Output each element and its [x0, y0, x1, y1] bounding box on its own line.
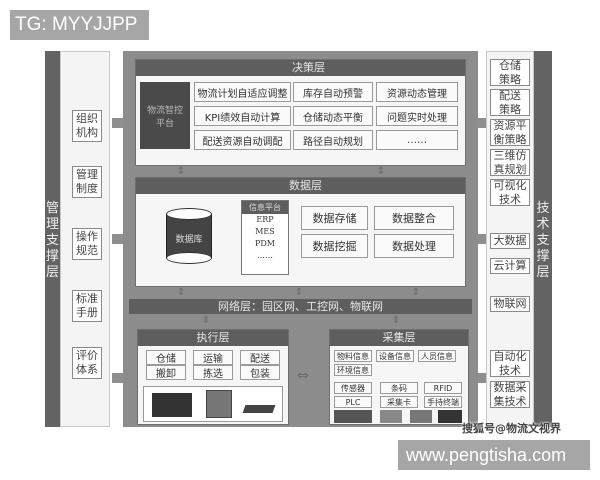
arrow-right-icon — [112, 118, 124, 128]
technology-item: 云计算 — [490, 258, 530, 274]
info-cell: 设备信息 — [376, 350, 414, 362]
decision-cell: 资源动态管理 — [376, 82, 458, 102]
arrow-right-icon — [112, 373, 124, 383]
technology-layer-title: 技术支撑层 — [536, 201, 550, 280]
decision-layer-title: 决策层 — [136, 60, 465, 76]
decision-cell: 路径自动规划 — [293, 130, 373, 150]
updown-arrow-icon: ⇕ — [201, 315, 211, 326]
management-item: 标准 手册 — [72, 290, 102, 322]
decision-cell: 物流计划自适应调整 — [194, 82, 291, 102]
barcode-image — [438, 410, 462, 423]
device-cell: RFID — [424, 382, 462, 394]
management-item: 操作 规范 — [72, 228, 102, 260]
execution-cell: 运输 — [193, 350, 233, 365]
technology-item: 数据采 集技术 — [490, 381, 530, 408]
info-cell: 物料信息 — [334, 350, 372, 362]
decision-layer: 决策层 物流智控 平台 物流计划自适应调整 库存自动预警 资源动态管理 KPI绩… — [135, 59, 466, 166]
technology-item: 物联网 — [490, 296, 530, 312]
decision-cell: 配送资源自动调配 — [194, 130, 291, 150]
updown-arrow-icon: ⇕ — [176, 166, 186, 177]
pallet-jack-image — [242, 405, 276, 413]
sensor-image — [410, 410, 432, 423]
device-cell: 采集卡 — [380, 396, 418, 408]
data-cell: 数据处理 — [374, 234, 454, 258]
info-platform-item: …… — [257, 251, 273, 260]
sohu-watermark: 搜狐号@物流文视界 — [462, 422, 561, 435]
updown-arrow-icon: ⇕ — [411, 287, 421, 298]
technology-item: 三维仿 真规划 — [490, 149, 530, 176]
decision-cell: 库存自动预警 — [293, 82, 373, 102]
management-layer-title: 管理支撑层 — [46, 201, 60, 280]
execution-cell: 仓储 — [146, 350, 186, 365]
info-platform: 信息平台 ERP MES PDM …… — [241, 200, 289, 275]
device-cell: PLC — [334, 396, 372, 408]
database-icon: 数据库 — [166, 208, 212, 264]
decision-cell: 问题实时处理 — [376, 106, 458, 126]
logistics-control-platform: 物流智控 平台 — [140, 82, 190, 149]
arrow-left-icon — [478, 118, 490, 128]
device-cell: 手持终端 — [424, 396, 462, 408]
data-layer: 数据层 数据库 信息平台 ERP MES PDM …… 数据存储 数据整合 数据… — [135, 177, 466, 287]
bidirectional-arrow-icon: ⇔ — [297, 368, 309, 384]
data-layer-title: 数据层 — [136, 178, 465, 194]
management-item: 评价 体系 — [72, 347, 102, 379]
management-item: 管理 制度 — [72, 166, 102, 198]
collection-card-image — [380, 410, 402, 423]
equipment-images — [143, 386, 283, 422]
decision-cell: …… — [376, 130, 458, 150]
database-label: 数据库 — [175, 235, 203, 245]
technology-item: 自动化 技术 — [490, 350, 530, 377]
execution-layer-title: 执行层 — [138, 330, 288, 346]
arrow-right-icon — [112, 234, 124, 244]
decision-cell: 仓储动态平衡 — [293, 106, 373, 126]
collection-layer: 采集层 物料信息 设备信息 人员信息 环境信息 传感器 条码 RFID PLC … — [329, 329, 469, 425]
execution-cell: 搬卸 — [146, 365, 186, 380]
info-cell: 环境信息 — [334, 364, 372, 376]
watermark-bottom: www.pengtisha.com — [398, 440, 590, 470]
info-platform-title: 信息平台 — [242, 201, 288, 214]
technology-layer-bar: 技术支撑层 — [534, 51, 552, 427]
decision-cell: KPI绩效自动计算 — [194, 106, 291, 126]
technology-item: 配送 策略 — [490, 89, 530, 116]
collection-layer-title: 采集层 — [330, 330, 468, 346]
execution-cell: 配送 — [240, 350, 280, 365]
arrow-left-icon — [478, 234, 490, 244]
shelf-image — [206, 390, 232, 418]
main-framework: 决策层 物流智控 平台 物流计划自适应调整 库存自动预警 资源动态管理 KPI绩… — [123, 51, 478, 427]
technology-item: 可视化 技术 — [490, 179, 530, 206]
technology-item: 资源平 衡策略 — [490, 119, 530, 146]
execution-cell: 包装 — [240, 365, 280, 380]
info-platform-item: PDM — [255, 239, 275, 248]
forklift-image — [152, 393, 192, 417]
device-cell: 条码 — [380, 382, 418, 394]
management-item: 组织 机构 — [72, 110, 102, 142]
info-cell: 人员信息 — [418, 350, 456, 362]
technology-item: 大数据 — [490, 233, 530, 249]
updown-arrow-icon: ⇕ — [391, 315, 401, 326]
technology-item: 仓储 策略 — [490, 59, 530, 86]
updown-arrow-icon: ⇕ — [294, 287, 304, 298]
device-cell: 传感器 — [334, 382, 372, 394]
arrow-left-icon — [478, 373, 490, 383]
watermark-top: TG: MYYJJPP — [10, 10, 149, 40]
data-cell: 数据整合 — [374, 206, 454, 230]
plc-cabinet-image — [334, 410, 372, 423]
info-platform-item: ERP — [256, 215, 274, 224]
data-cell: 数据挖掘 — [301, 234, 368, 258]
management-layer-bar: 管理支撑层 — [45, 51, 60, 427]
info-platform-item: MES — [255, 227, 275, 236]
network-layer: 网络层：园区网、工控网、物联网 — [129, 299, 472, 314]
execution-cell: 拣选 — [193, 365, 233, 380]
updown-arrow-icon: ⇕ — [176, 287, 186, 298]
data-cell: 数据存储 — [301, 206, 368, 230]
updown-arrow-icon: ⇕ — [376, 166, 386, 177]
execution-layer: 执行层 仓储 运输 配送 搬卸 拣选 包装 — [137, 329, 289, 425]
